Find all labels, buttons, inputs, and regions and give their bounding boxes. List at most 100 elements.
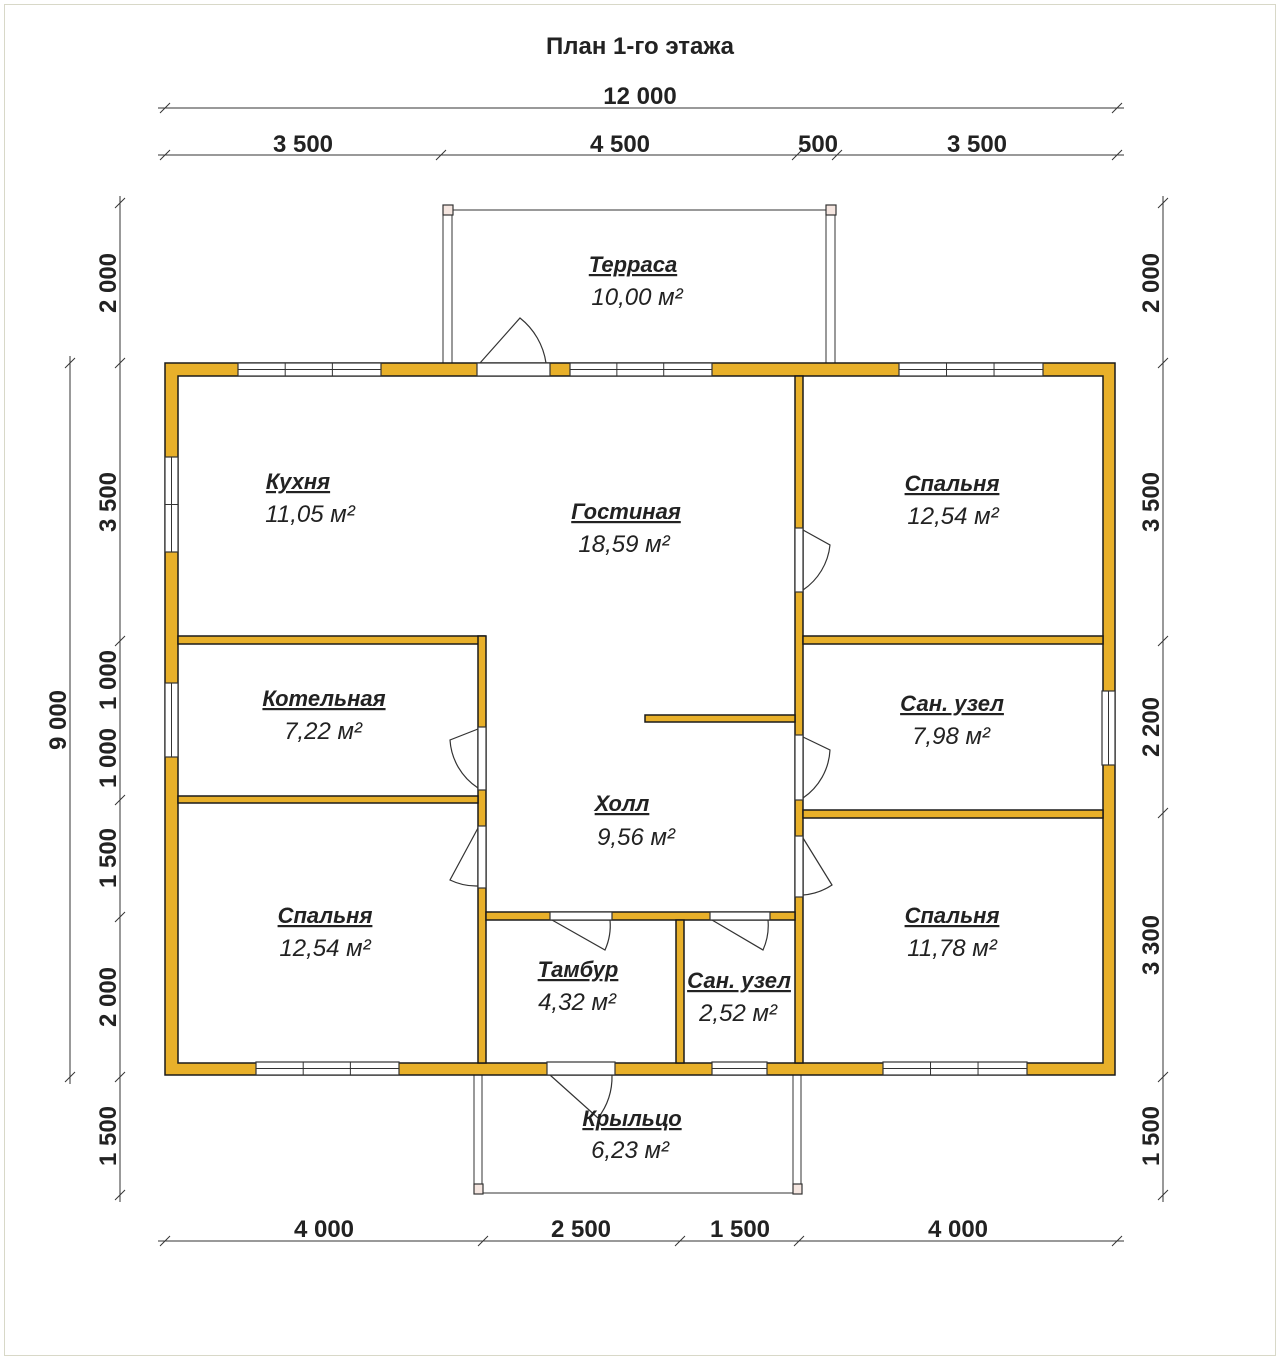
room-area: 11,78 м² [907, 935, 997, 962]
windows-and-doors [164, 317, 1116, 1119]
room-area: 7,98 м² [912, 723, 991, 750]
room-name: Котельная [262, 686, 385, 711]
dim-bottom: 4 000 [928, 1216, 988, 1243]
door [449, 825, 487, 889]
room-area: 6,23 м² [591, 1137, 670, 1164]
dimension-tick [159, 1235, 171, 1247]
dim-left: 2 000 [95, 967, 122, 1027]
dimension-tick [831, 149, 843, 161]
dim-bottom: 2 500 [551, 1216, 611, 1243]
dimension-tick [1157, 1189, 1169, 1201]
dimension-tick [1111, 102, 1123, 114]
window [882, 1061, 1028, 1076]
window [255, 1061, 400, 1076]
door [546, 1061, 616, 1119]
porch-post [792, 1183, 803, 1195]
dimension-tick [114, 1071, 126, 1083]
dimension-tick [1157, 197, 1169, 209]
dim-right: 2 200 [1138, 697, 1165, 757]
dimension-tick [674, 1235, 686, 1247]
dimension-tick [114, 197, 126, 209]
dim-top: 500 [798, 131, 838, 158]
dimension-tick [1111, 149, 1123, 161]
room-porch: Крыльцо 6,23 м² [582, 1106, 681, 1164]
door [794, 734, 831, 801]
dimension-tick [1111, 1235, 1123, 1247]
room-area: 10,00 м² [591, 284, 683, 311]
room-name: Спальня [905, 903, 1000, 928]
room-area: 11,05 м² [265, 501, 355, 528]
dimension-tick [159, 149, 171, 161]
window [1101, 690, 1116, 766]
room-name: Сан. узел [687, 968, 791, 993]
dimension-tick [64, 357, 76, 369]
door [794, 527, 831, 593]
room-area: 7,22 м² [284, 718, 363, 745]
dim-top-total: 12 000 [603, 83, 676, 110]
room-bathroom-small: Сан. узел 2,52 м² [687, 968, 791, 1027]
dimension-tick [114, 794, 126, 806]
dim-right: 1 500 [1138, 1106, 1165, 1166]
room-name: Сан. узел [900, 691, 1004, 716]
dim-right: 3 300 [1138, 915, 1165, 975]
dimension-tick [114, 635, 126, 647]
room-name: Спальня [905, 471, 1000, 496]
room-terrace: Терраса 10,00 м² [589, 252, 684, 311]
dimension-tick [791, 149, 803, 161]
dimension-tick [1157, 807, 1169, 819]
room-hall: Холл 9,56 м² [593, 791, 676, 851]
room-name: Холл [593, 791, 650, 816]
dimension-tick [114, 911, 126, 923]
room-area: 12,54 м² [907, 503, 999, 530]
door [794, 835, 833, 898]
dimension-tick [1157, 357, 1169, 369]
dim-right: 3 500 [1138, 472, 1165, 532]
dim-left: 3 500 [95, 472, 122, 532]
dim-bottom: 4 000 [294, 1216, 354, 1243]
room-bedroom-se: Спальня 11,78 м² [905, 903, 1000, 962]
dim-top: 3 500 [947, 131, 1007, 158]
dimension-tick [435, 149, 447, 161]
dimension-lines [64, 102, 1169, 1247]
room-bedroom-ne: Спальня 12,54 м² [905, 471, 1000, 530]
dimension-tick [64, 1071, 76, 1083]
dim-left: 1 500 [95, 828, 122, 888]
room-name: Спальня [278, 903, 373, 928]
dim-left: 1 500 [95, 1106, 122, 1166]
room-bathroom-large: Сан. узел 7,98 м² [900, 691, 1004, 750]
room-name: Терраса [589, 252, 677, 277]
dim-bottom: 1 500 [710, 1216, 770, 1243]
window [164, 456, 179, 553]
room-name: Тамбур [538, 957, 619, 982]
door [549, 911, 613, 951]
terrace-post [825, 204, 837, 216]
dim-top: 3 500 [273, 131, 333, 158]
door [449, 726, 487, 791]
room-area: 2,52 м² [698, 1000, 778, 1027]
page-frame [4, 4, 1276, 1356]
dimension-tick [793, 1235, 805, 1247]
room-name: Кухня [266, 469, 330, 494]
room-area: 9,56 м² [597, 824, 676, 851]
dim-left: 2 000 [95, 253, 122, 313]
terrace-post [442, 204, 454, 216]
walls [164, 362, 1116, 1076]
door [709, 911, 771, 951]
door [476, 317, 551, 377]
dimension-tick [114, 357, 126, 369]
porch-outline [473, 1075, 803, 1195]
window [569, 362, 713, 377]
terrace-outline [442, 204, 837, 363]
dimension-tick [159, 102, 171, 114]
dimension-tick [1157, 635, 1169, 647]
dim-left: 1 000 [95, 728, 122, 788]
porch-post [473, 1183, 484, 1195]
window [898, 362, 1044, 377]
room-name: Крыльцо [582, 1106, 681, 1131]
dim-left: 1 000 [95, 650, 122, 710]
dim-top: 4 500 [590, 131, 650, 158]
room-area: 12,54 м² [279, 935, 371, 962]
window [711, 1061, 768, 1076]
